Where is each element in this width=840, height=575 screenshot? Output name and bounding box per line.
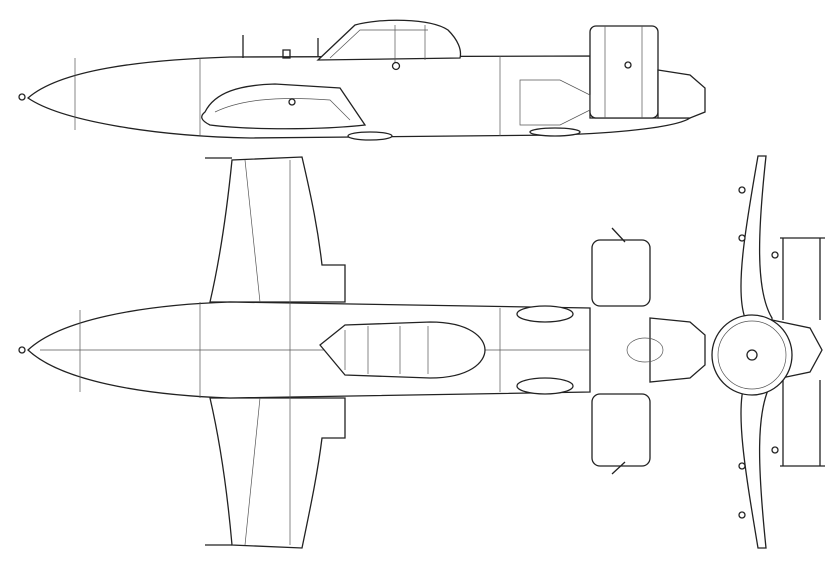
top-wing-upper — [210, 157, 345, 302]
top-cockpit — [320, 322, 485, 378]
side-engine — [590, 26, 658, 118]
side-canopy — [318, 20, 461, 60]
top-view — [19, 157, 705, 548]
side-fuselage — [28, 56, 690, 138]
side-wing-root — [202, 84, 365, 129]
top-nacelle-upper — [592, 240, 650, 306]
top-wing-lower — [210, 398, 345, 548]
front-view — [712, 156, 825, 548]
top-tailcone — [650, 318, 705, 382]
side-tailcone — [658, 70, 705, 118]
side-view — [19, 20, 705, 140]
top-nacelle-lower — [592, 394, 650, 466]
